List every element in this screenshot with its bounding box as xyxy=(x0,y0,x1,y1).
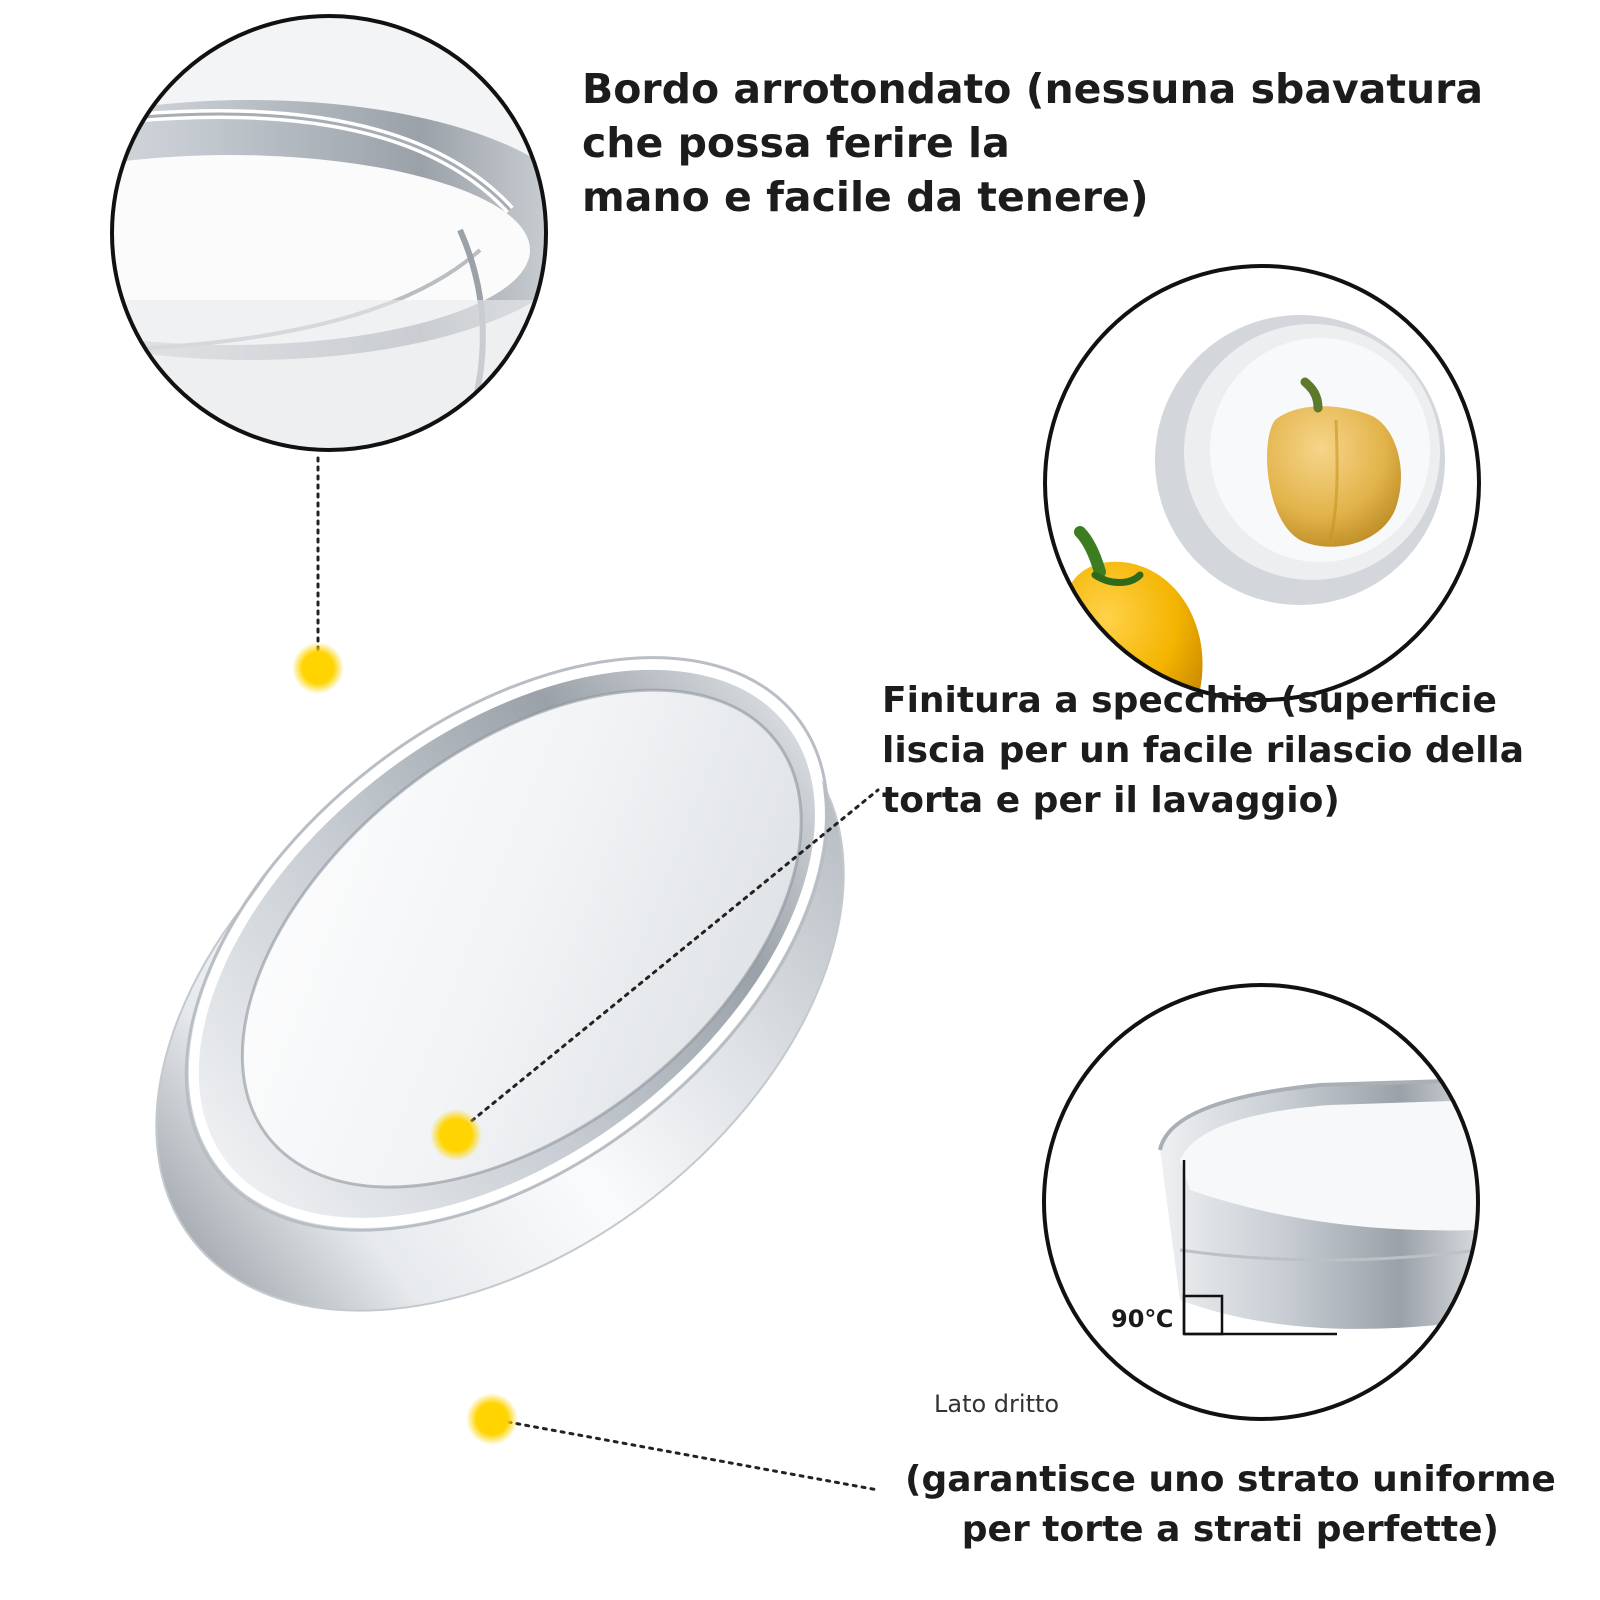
right-angle-marker xyxy=(1182,1160,1337,1336)
straight-side-title: Lato dritto xyxy=(934,1390,1060,1418)
rounded-rim-line-2: che possa ferire la xyxy=(582,119,1010,167)
mirror-finish-line-3: torta e per il lavaggio) xyxy=(882,780,1340,821)
straight-side-line-2: per torte a strati perfette) xyxy=(961,1509,1500,1550)
reflected-pepper xyxy=(1267,377,1401,547)
leader-line-side xyxy=(506,1420,880,1492)
mirror-finish-line-2: liscia per un facile rilascio della xyxy=(882,730,1525,771)
straight-side-callout: (garantisce uno strato uniforme per tort… xyxy=(905,1455,1556,1555)
leader-lines xyxy=(316,456,880,1492)
straight-side-line-1: (garantisce uno strato uniforme xyxy=(905,1459,1556,1500)
leader-line-mirror xyxy=(456,788,880,1134)
straight-side-detail-circle xyxy=(1042,983,1480,1421)
cake-pan xyxy=(155,656,845,1312)
mirror-detail-circle xyxy=(1043,264,1481,702)
rounded-rim-callout: Bordo arrotondato (nessuna sbavatura che… xyxy=(582,62,1483,224)
angle-label: 90℃ xyxy=(1111,1305,1174,1333)
mirror-finish-callout: Finitura a specchio (superficie liscia p… xyxy=(882,676,1524,826)
marker-dots xyxy=(292,642,518,1445)
mirror-finish-line-1: Finitura a specchio (superficie xyxy=(882,680,1497,721)
rim-detail-circle xyxy=(110,14,548,452)
rounded-rim-line-1: Bordo arrotondato (nessuna sbavatura xyxy=(582,65,1484,113)
rounded-rim-line-3: mano e facile da tenere) xyxy=(582,173,1149,221)
